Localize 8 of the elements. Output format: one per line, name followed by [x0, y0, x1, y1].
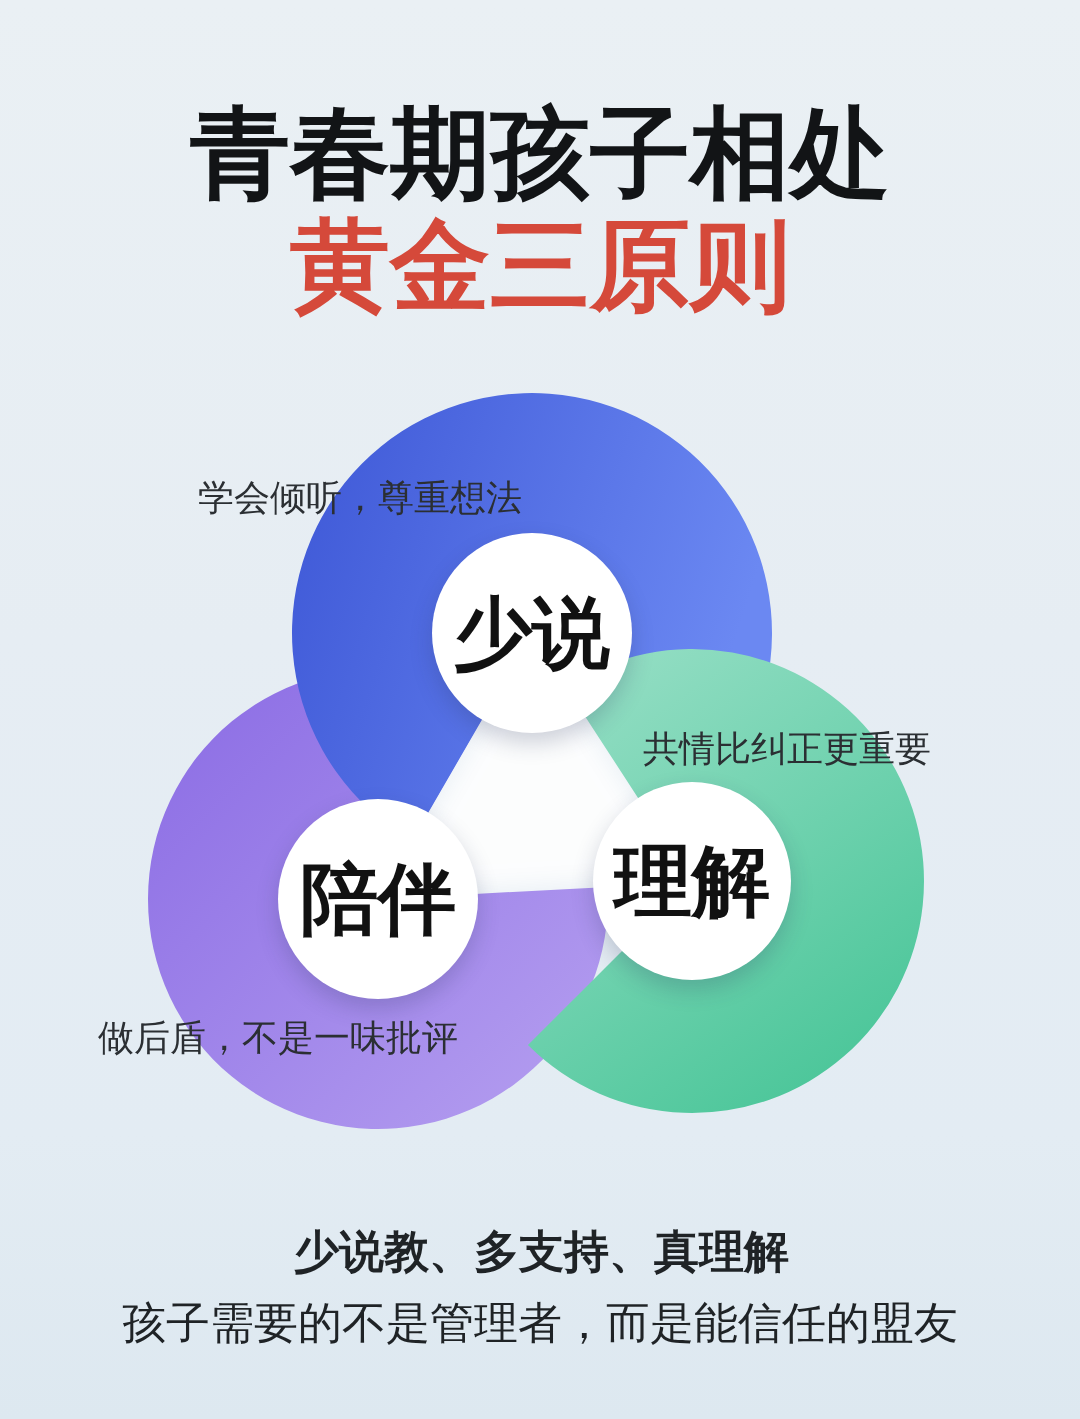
principle-label: 陪伴 — [300, 856, 456, 942]
principle-label: 少说 — [454, 590, 610, 676]
annotation-text: 做后盾，不是一味批评 — [98, 1017, 458, 1059]
title-text: 青春期孩子相处 — [190, 96, 890, 211]
closing-text: 孩子需要的不是管理者，而是能信任的盟友 — [122, 1298, 958, 1349]
summary-text: 少说教、多支持、真理解 — [293, 1226, 789, 1278]
principle-label: 理解 — [614, 838, 770, 924]
subtitle-text: 黄金三原则 — [290, 208, 790, 323]
